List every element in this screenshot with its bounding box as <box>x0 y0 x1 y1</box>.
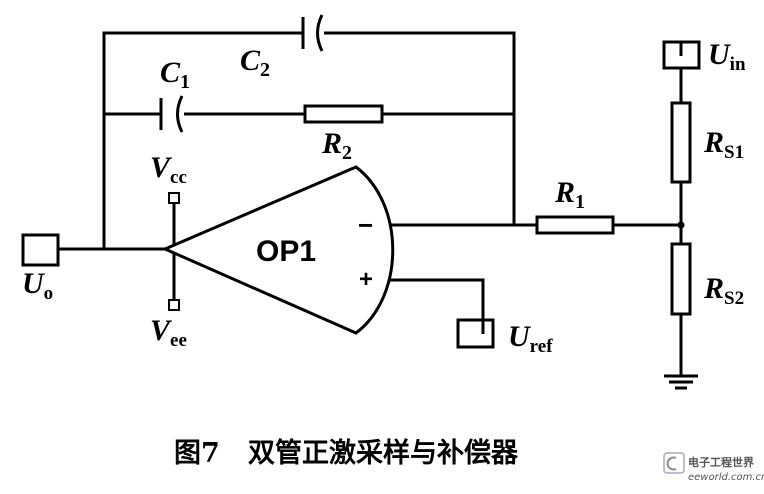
resistor-rs2 <box>670 242 692 316</box>
watermark-site: eeworld.com.cn <box>688 472 764 483</box>
watermark-brand: 电子工程世界 <box>688 455 754 469</box>
resistor-r2 <box>303 104 384 124</box>
terminal-uref <box>456 318 495 349</box>
junction-dot <box>677 221 685 229</box>
ground-icon <box>664 374 698 390</box>
figure-caption: 图7 双管正激采样与补偿器 <box>174 437 519 469</box>
eeworld-logo-icon <box>666 456 677 471</box>
label-vee: Vee <box>150 314 187 351</box>
label-uref: Uref <box>508 320 553 357</box>
capacitor-c2 <box>301 14 324 52</box>
label-c2: C2 <box>240 44 270 81</box>
wire-c2-loop <box>102 31 516 249</box>
resistor-r1 <box>535 215 615 235</box>
label-vcc: Vcc <box>150 151 187 188</box>
terminal-uo <box>21 233 60 267</box>
label-minus: − <box>358 210 373 240</box>
label-rs2: RS2 <box>703 272 744 309</box>
terminal-vee <box>168 299 180 311</box>
label-r2: R2 <box>321 127 352 164</box>
label-op1: OP1 <box>256 235 316 268</box>
label-r1: R1 <box>554 176 585 213</box>
resistor-rs1 <box>670 101 692 184</box>
wire-non-inverting <box>388 278 485 320</box>
label-c1: C1 <box>160 56 190 93</box>
label-plus: + <box>359 266 373 293</box>
label-rs1: RS1 <box>703 126 744 163</box>
terminal-vcc <box>168 192 180 204</box>
opamp-op1 <box>161 165 395 335</box>
watermark-logo: 电子工程世界 eeworld.com.cn <box>663 452 764 483</box>
label-uo: Uo <box>22 267 53 304</box>
label-uin: Uin <box>708 38 746 75</box>
capacitor-c1 <box>159 95 184 133</box>
